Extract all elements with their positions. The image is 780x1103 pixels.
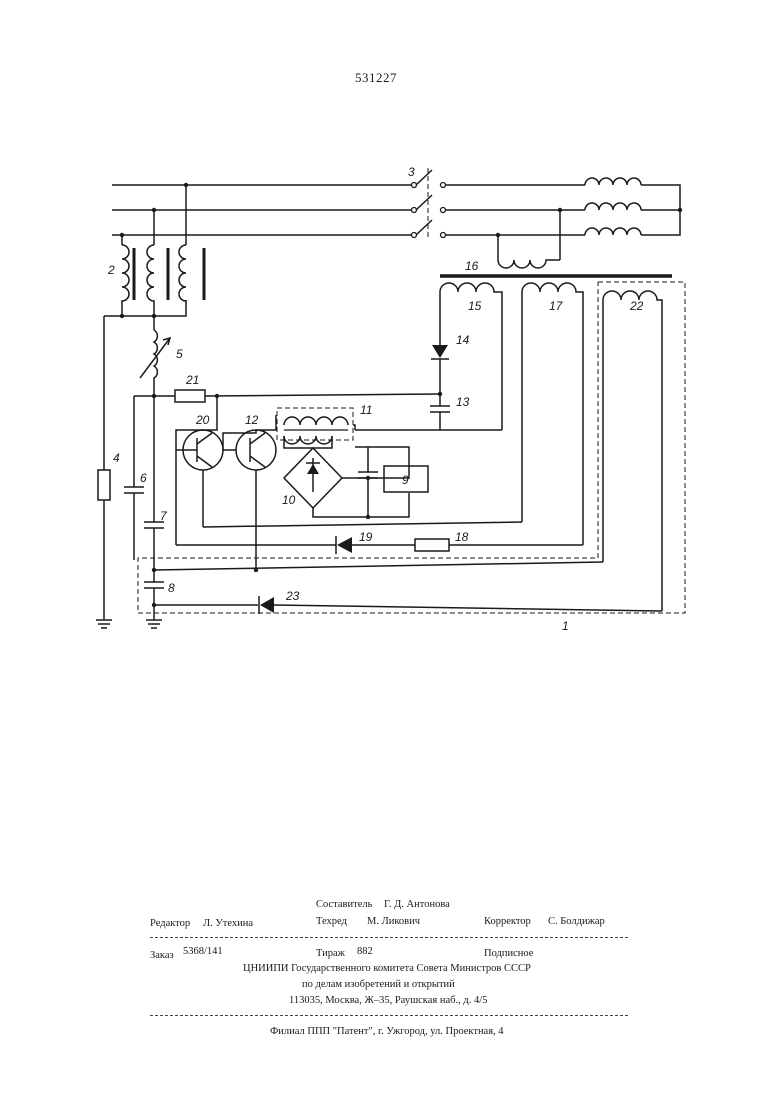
- label-15: 15: [468, 299, 482, 313]
- enclosure-1: [137, 281, 686, 614]
- label-20: 20: [195, 413, 210, 427]
- wire-21-13: [204, 393, 441, 397]
- ground-symbol-right: [146, 619, 162, 629]
- label-12: 12: [245, 413, 259, 427]
- label-13: 13: [456, 395, 470, 409]
- label-18: 18: [455, 530, 469, 544]
- winding-15: [439, 282, 503, 430]
- org-line-2: по делам изобретений и открытий: [302, 979, 455, 990]
- current-transformer-primary: [495, 207, 563, 269]
- relay-9: [383, 465, 429, 493]
- diode-23: [154, 596, 663, 614]
- winding-22: [602, 290, 663, 611]
- circuit-schematic: 3 16 15 17 22 14 13 2 5 21 20 12 11 10 9…: [96, 165, 686, 633]
- label-9: 9: [402, 473, 409, 487]
- editor-label: Редактор: [150, 918, 191, 929]
- voltage-transformer-2: [104, 182, 206, 319]
- label-17: 17: [549, 299, 564, 313]
- label-21: 21: [185, 373, 199, 387]
- label-22: 22: [629, 299, 644, 313]
- label-23: 23: [285, 589, 300, 603]
- editor-name: Л. Утехина: [203, 918, 254, 929]
- circulation-value: 882: [357, 946, 373, 957]
- variable-inductor-5: [139, 316, 172, 396]
- label-16: 16: [465, 259, 479, 273]
- winding-17: [521, 282, 584, 545]
- wire-to-winding-17: [202, 521, 523, 528]
- switch-3: [410, 168, 447, 240]
- label-4: 4: [113, 451, 120, 465]
- org-line-1: ЦНИИПИ Государственного комитета Совета …: [243, 963, 531, 974]
- compiler-name: Г. Д. Антонова: [384, 899, 450, 910]
- motor-windings: [445, 177, 683, 236]
- imprint-rule-top: [150, 937, 628, 938]
- capacitor-6: [124, 396, 144, 560]
- bridge-rectifier-10: [282, 446, 410, 520]
- corrector-label: Корректор: [484, 916, 531, 927]
- branch-line: Филиал ППП "Патент", г. Ужгород, ул. Про…: [270, 1026, 504, 1037]
- order-label: Заказ: [150, 950, 174, 961]
- label-5: 5: [176, 347, 183, 361]
- techred-label: Техред: [316, 916, 347, 927]
- label-14: 14: [456, 333, 470, 347]
- circulation-label: Тираж: [316, 948, 345, 959]
- label-6: 6: [140, 471, 147, 485]
- label-8: 8: [168, 581, 175, 595]
- ground-symbol-left: [96, 619, 112, 629]
- transformer-11: [276, 407, 356, 449]
- label-10: 10: [282, 493, 296, 507]
- capacitor-7: [144, 396, 164, 582]
- patent-number: 531227: [355, 70, 397, 85]
- label-3: 3: [408, 165, 415, 179]
- wire-winding-22: [153, 561, 604, 571]
- transistor-20: [175, 396, 224, 527]
- subscription: Подписное: [484, 948, 534, 959]
- label-11: 11: [360, 403, 372, 417]
- imprint-rule-bottom: [150, 1015, 628, 1016]
- label-19: 19: [359, 530, 373, 544]
- label-2: 2: [107, 263, 115, 277]
- org-line-3: 113035, Москва, Ж–35, Раушская наб., д. …: [289, 995, 488, 1006]
- label-7: 7: [160, 509, 168, 523]
- capacitor-bridge: [358, 447, 378, 517]
- compiler-label: Составитель: [316, 899, 373, 910]
- order-value: 5368/141: [183, 946, 223, 957]
- corrector-name: С. Болдижар: [548, 916, 605, 927]
- techred-name: М. Ликович: [367, 916, 421, 927]
- resistor-4: [97, 316, 111, 620]
- diode-14: [431, 300, 449, 394]
- resistor-21: [174, 389, 206, 403]
- transistor-12: [222, 415, 277, 570]
- resistor-18: [414, 538, 450, 552]
- label-1: 1: [562, 619, 569, 633]
- capacitor-13: [430, 391, 450, 430]
- diode-19: [176, 536, 415, 554]
